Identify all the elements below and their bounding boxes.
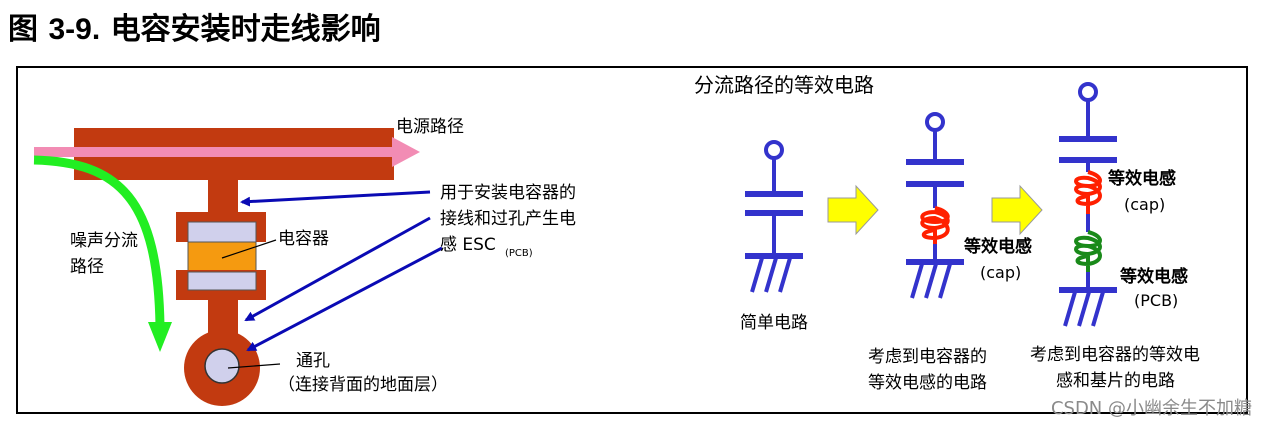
circuit-simple (745, 140, 803, 293)
esc-label-line2: 接线和过孔产生电 (440, 209, 576, 229)
circuit3-caption-line2: 感和基片的电路 (1056, 371, 1175, 391)
circuit3-inductor2-sub: (PCB) (1134, 291, 1178, 310)
figure-prefix: 图 (8, 12, 38, 47)
noise-path-arrow (33, 155, 172, 352)
watermark: CSDN @小幽余生不加糖 (1050, 398, 1252, 419)
capacitor-body (187, 241, 257, 273)
circuit-with-cap-esl (906, 112, 964, 299)
circuit3-inductor1-label: 等效电感 (1108, 168, 1176, 189)
capacitor-label: 电容器 (278, 229, 329, 249)
via-label-line1: 通孔 (296, 351, 330, 371)
esc-pointer-1 (240, 190, 431, 207)
inductor-cap-icon (1074, 170, 1102, 214)
circuit3-inductor1-sub: (cap) (1124, 195, 1165, 214)
flow-arrow-2 (991, 184, 1043, 236)
figure-title: 图 3-9. 电容安装时走线影响 (8, 4, 381, 48)
via-label-line2: （连接背面的地面层） (278, 375, 448, 395)
figure-frame (16, 66, 1248, 414)
circuit3-inductor2-label: 等效电感 (1120, 266, 1188, 287)
esc-label-line3: 感 ESC (440, 235, 496, 255)
capacitor-pointer (221, 239, 277, 259)
inductor-pcb-icon (1074, 230, 1102, 272)
circuit3-caption-line1: 考虑到电容器的等效电 (1030, 345, 1200, 365)
upper-pad-plate (187, 221, 257, 243)
power-path-arrow (34, 137, 420, 167)
esc-pointer-3 (246, 246, 443, 352)
esc-subscript: (PCB) (505, 248, 533, 259)
via-pointer (227, 363, 281, 369)
circuit-simple-caption: 简单电路 (740, 313, 808, 333)
figure-caption: 电容安装时走线影响 (110, 12, 381, 47)
circuit-with-cap-and-pcb-esl (1059, 82, 1117, 327)
circuit2-inductor-sub: (cap) (980, 263, 1021, 282)
pcb-layout (74, 128, 394, 406)
inductor-cap-icon (920, 206, 950, 244)
via-hole (204, 348, 240, 384)
circuit2-inductor-label: 等效电感 (964, 236, 1032, 257)
circuit2-caption-line2: 等效电感的电路 (868, 373, 987, 393)
esc-pointer-2 (244, 216, 431, 322)
lower-pad-plate (187, 271, 257, 291)
power-path-label: 电源路径 (396, 117, 464, 137)
equivalent-circuit-heading: 分流路径的等效电路 (694, 73, 874, 97)
noise-path-label-line2: 路径 (70, 257, 104, 277)
circuit2-caption-line1: 考虑到电容器的 (868, 347, 987, 367)
flow-arrow-1 (827, 184, 879, 236)
esc-label-line1: 用于安装电容器的 (440, 183, 576, 203)
noise-path-label-line1: 噪声分流 (70, 231, 138, 251)
figure-number: 3-9. (48, 13, 101, 46)
